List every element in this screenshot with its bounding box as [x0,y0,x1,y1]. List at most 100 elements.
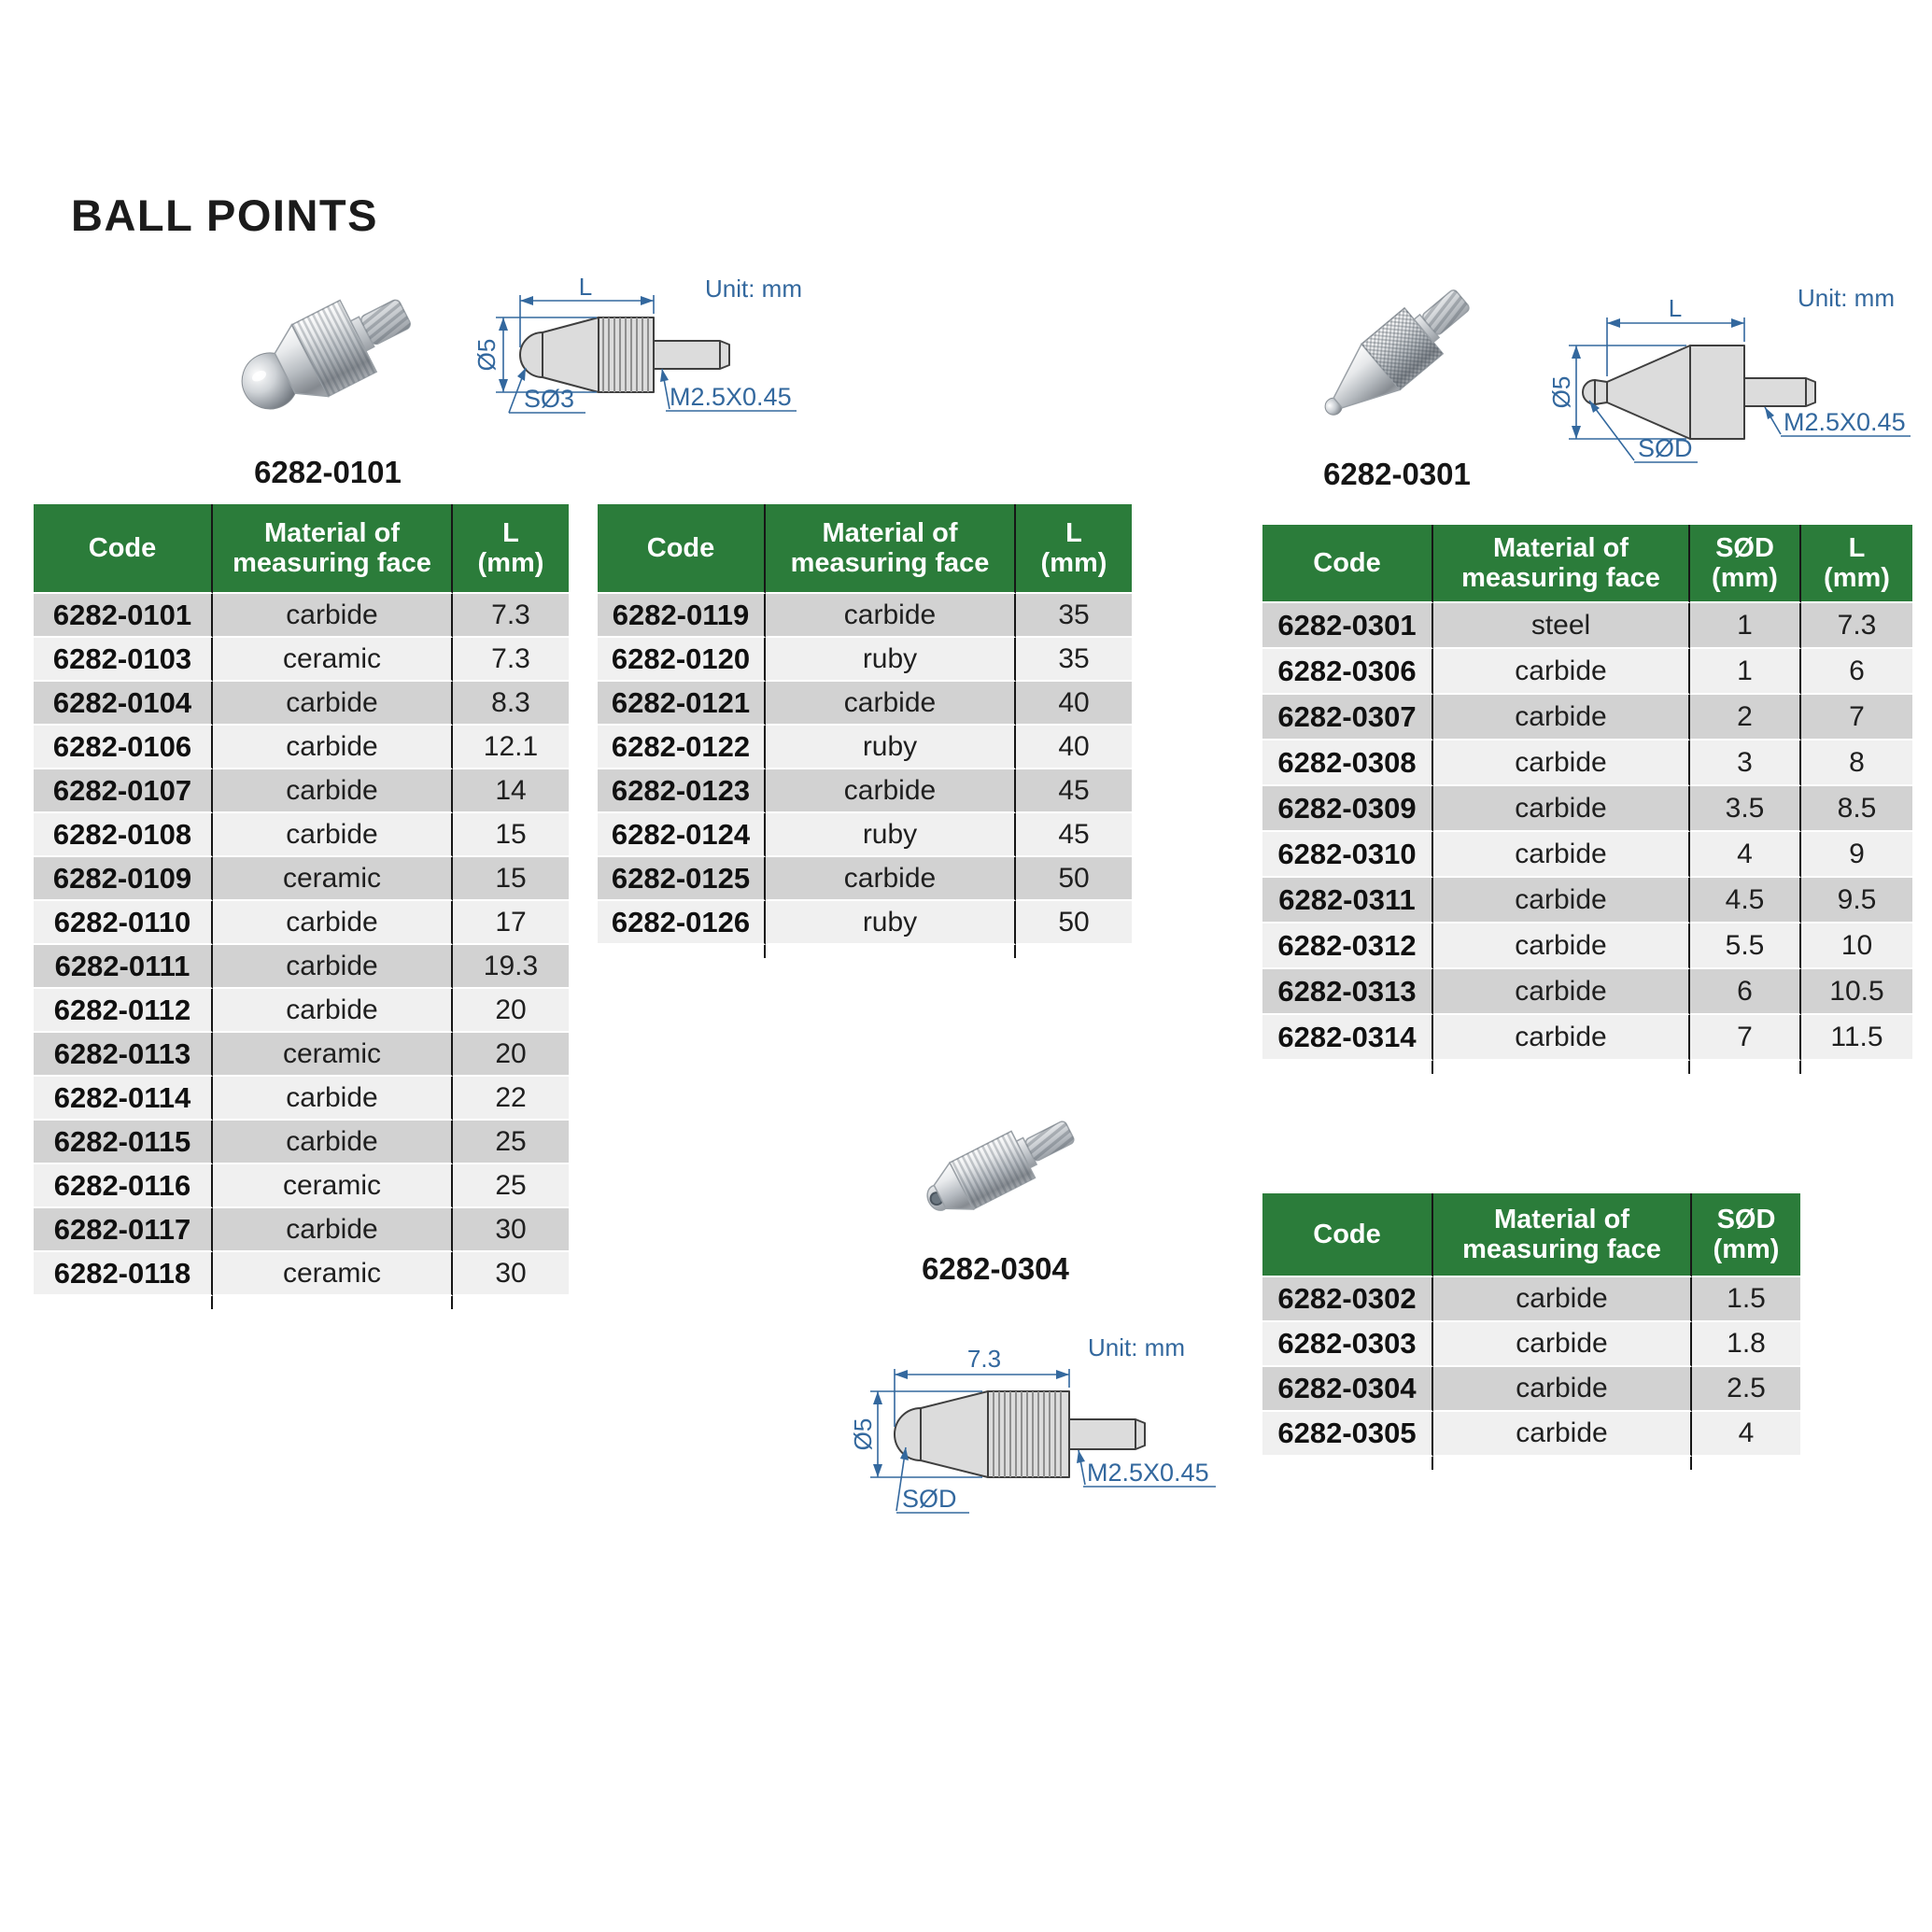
value-cell: 40 [1016,682,1132,726]
table-edge [1690,1061,1801,1074]
value-cell: ruby [766,638,1016,682]
code-cell: 6282-0302 [1262,1277,1433,1322]
code-cell: 6282-0122 [598,726,766,769]
code-cell: 6282-0103 [34,638,213,682]
value-cell: 7 [1690,1015,1801,1061]
value-cell: 6 [1690,969,1801,1015]
dim-label-sphere: SØD [902,1485,957,1513]
table-edge [213,1296,453,1309]
column-header: Code [34,504,213,594]
product-photo-6282-0304 [926,1121,1075,1211]
photo-art [1324,289,1470,416]
code-cell: 6282-0117 [34,1208,213,1252]
value-cell: 30 [453,1252,569,1296]
value-cell: carbide [213,726,453,769]
code-cell: 6282-0111 [34,945,213,989]
value-cell: carbide [213,989,453,1033]
code-cell: 6282-0113 [34,1033,213,1077]
column-header: Code [1262,525,1433,603]
value-cell: carbide [213,813,453,857]
value-cell: 1.5 [1692,1277,1800,1322]
column-header: Material of measuring face [1433,1193,1692,1277]
value-cell: carbide [213,945,453,989]
value-cell: 8.5 [1801,786,1912,832]
value-cell: ruby [766,726,1016,769]
column-header: L (mm) [1801,525,1912,603]
table-edge [1016,945,1132,958]
code-cell: 6282-0305 [1262,1412,1433,1457]
value-cell: 1.8 [1692,1322,1800,1367]
value-cell: carbide [1433,969,1690,1015]
code-cell: 6282-0309 [1262,786,1433,832]
value-cell: carbide [1433,740,1690,786]
column-header: Material of measuring face [1433,525,1690,603]
value-cell: 9 [1801,832,1912,878]
value-cell: ruby [766,813,1016,857]
knurl-lines [993,1391,1062,1477]
code-cell: 6282-0310 [1262,832,1433,878]
dim-label-length: L [1669,294,1682,322]
product-photo-6282-0101 [241,299,411,410]
value-cell: carbide [1433,695,1690,740]
code-cell: 6282-0121 [598,682,766,726]
value-cell: 45 [1016,769,1132,813]
value-cell: 35 [1016,638,1132,682]
value-cell: 25 [453,1121,569,1164]
value-cell: carbide [1433,832,1690,878]
unit-label: Unit: mm [705,275,802,303]
dimension-lines [496,295,797,414]
value-cell: 1 [1690,649,1801,695]
value-cell: carbide [1433,786,1690,832]
value-cell: carbide [766,857,1016,901]
value-cell: 10.5 [1801,969,1912,1015]
unit-label: Unit: mm [1088,1333,1185,1361]
value-cell: 25 [453,1164,569,1208]
code-cell: 6282-0126 [598,901,766,945]
column-header: L (mm) [453,504,569,594]
value-cell: 7.3 [453,594,569,638]
dim-label-thread: M2.5X0.45 [1784,408,1906,436]
value-cell: 3 [1690,740,1801,786]
code-cell: 6282-0109 [34,857,213,901]
value-cell: ceramic [213,1033,453,1077]
dim-label-thread: M2.5X0.45 [670,383,792,411]
code-cell: 6282-0306 [1262,649,1433,695]
value-cell: carbide [213,769,453,813]
value-cell: 20 [453,1033,569,1077]
code-cell: 6282-0119 [598,594,766,638]
value-cell: 7 [1801,695,1912,740]
value-cell: 14 [453,769,569,813]
value-cell: 2 [1690,695,1801,740]
value-cell: 3.5 [1690,786,1801,832]
part-outline [1582,345,1816,440]
table-edge [1262,1061,1433,1074]
value-cell: 4 [1692,1412,1800,1457]
code-cell: 6282-0114 [34,1077,213,1121]
value-cell: 7.3 [1801,603,1912,649]
value-cell: steel [1433,603,1690,649]
code-cell: 6282-0313 [1262,969,1433,1015]
value-cell: 11.5 [1801,1015,1912,1061]
code-cell: 6282-0120 [598,638,766,682]
product-code-caption: 6282-0101 [254,455,402,489]
value-cell: 4.5 [1690,878,1801,924]
code-cell: 6282-0110 [34,901,213,945]
value-cell: 20 [453,989,569,1033]
photo-art [926,1121,1075,1211]
code-cell: 6282-0112 [34,989,213,1033]
value-cell: 15 [453,857,569,901]
value-cell: 40 [1016,726,1132,769]
value-cell: 30 [453,1208,569,1252]
value-cell: carbide [213,594,453,638]
column-header: Material of measuring face [213,504,453,594]
code-cell: 6282-0301 [1262,603,1433,649]
code-cell: 6282-0314 [1262,1015,1433,1061]
code-cell: 6282-0124 [598,813,766,857]
tech-drawing-6282-0301: L Ø5 SØD M2.5X0.45 Unit: mm [1547,284,1911,463]
code-cell: 6282-0303 [1262,1322,1433,1367]
table-edge [1433,1457,1692,1470]
code-cell: 6282-0116 [34,1164,213,1208]
column-header: SØD (mm) [1692,1193,1800,1277]
